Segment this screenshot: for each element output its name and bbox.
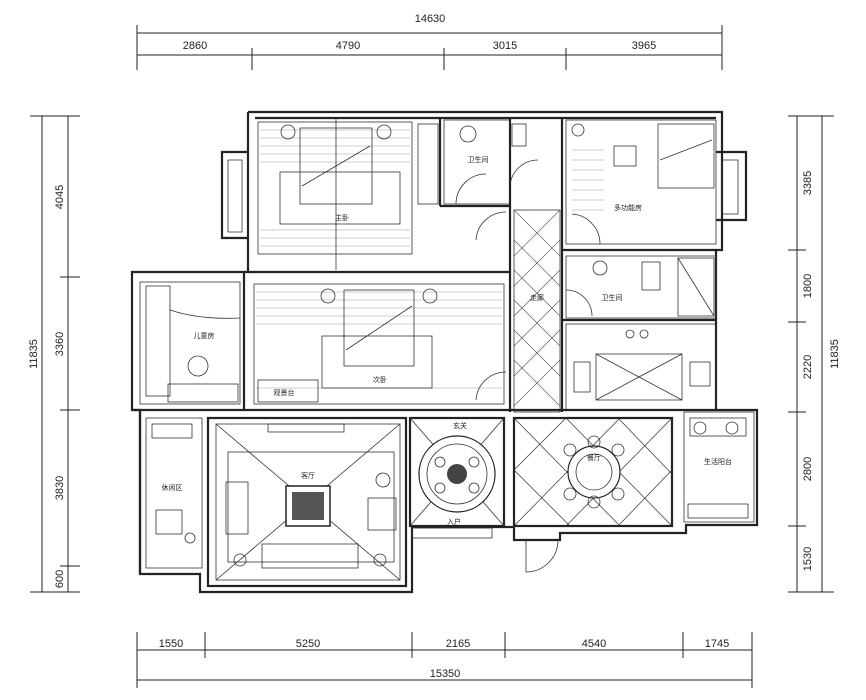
right-dimension-lines: [788, 115, 834, 593]
second-bedroom: 次卧 观景台: [253, 283, 505, 405]
leisure-area-label: 休闲区: [162, 483, 183, 492]
study-bedroom-label: 多功能房: [614, 203, 642, 212]
corridor: 走廊: [513, 209, 561, 413]
interior-walls: [132, 118, 716, 574]
service-balcony: 生活阳台: [683, 411, 755, 523]
corridor-label: 走廊: [530, 293, 544, 302]
entry-label: 入户: [447, 517, 461, 526]
master-bedroom: 主卧: [257, 118, 439, 270]
master-bedroom-label: 主卧: [335, 213, 349, 222]
bathroom-1-label: 卫生间: [468, 155, 489, 164]
top-total-dimension: 14630: [415, 13, 446, 25]
top-dimension-4: 3965: [632, 40, 656, 52]
bottom-dimension-3: 2165: [446, 638, 470, 650]
left-dimension-2: 3360: [54, 332, 66, 356]
right-dimension-2: 1800: [802, 274, 814, 298]
left-total-dimension: 11835: [28, 339, 40, 369]
left-dimension-1: 4045: [54, 185, 66, 209]
right-total-dimension: 11835: [829, 339, 841, 369]
bay-window-left: [220, 150, 248, 240]
top-dimension-1: 2860: [183, 40, 207, 52]
top-dimension-2: 4790: [336, 40, 360, 52]
leisure-area: 休闲区: [145, 417, 203, 569]
living-room-label: 客厅: [301, 471, 315, 480]
foyer-label: 玄关: [453, 421, 467, 430]
right-dimension-4: 2800: [802, 457, 814, 481]
top-dimension-3: 3015: [493, 40, 517, 52]
kids-room-label: 儿童房: [194, 331, 215, 340]
balcony-window-label: 观景台: [274, 388, 295, 397]
right-dimension-5: 1530: [802, 547, 814, 571]
left-dimension-3: 3830: [54, 476, 66, 500]
bottom-dimension-4: 4540: [582, 638, 606, 650]
second-bedroom-label: 次卧: [373, 375, 387, 384]
study-bedroom: 多功能房: [565, 119, 717, 245]
bay-window-right: [716, 150, 748, 222]
right-dimension-1: 3385: [802, 171, 814, 195]
foyer: 玄关 入户: [408, 416, 506, 539]
left-dimension-lines: [30, 115, 80, 593]
kids-room: 儿童房: [139, 281, 241, 405]
bathroom-2-label: 卫生间: [602, 293, 623, 302]
living-room: 客厅: [206, 416, 408, 588]
bathroom-1: 卫生间: [443, 119, 539, 205]
bathroom-2: 卫生间: [565, 255, 717, 319]
right-dimension-3: 2220: [802, 355, 814, 379]
bottom-total-dimension: 15350: [430, 668, 461, 680]
top-dimension-lines: [136, 25, 723, 70]
kitchen: [565, 323, 717, 411]
left-dimension-4: 600: [54, 570, 66, 588]
bottom-dimension-5: 1745: [705, 638, 729, 650]
entry-door: [525, 539, 559, 573]
dining-room: 餐厅: [512, 416, 674, 528]
bottom-dimension-2: 5250: [296, 638, 320, 650]
dining-room-label: 餐厅: [587, 453, 601, 462]
service-balcony-label: 生活阳台: [704, 457, 732, 466]
bottom-dimension-1: 1550: [159, 638, 183, 650]
bottom-dimension-lines: [136, 632, 753, 688]
